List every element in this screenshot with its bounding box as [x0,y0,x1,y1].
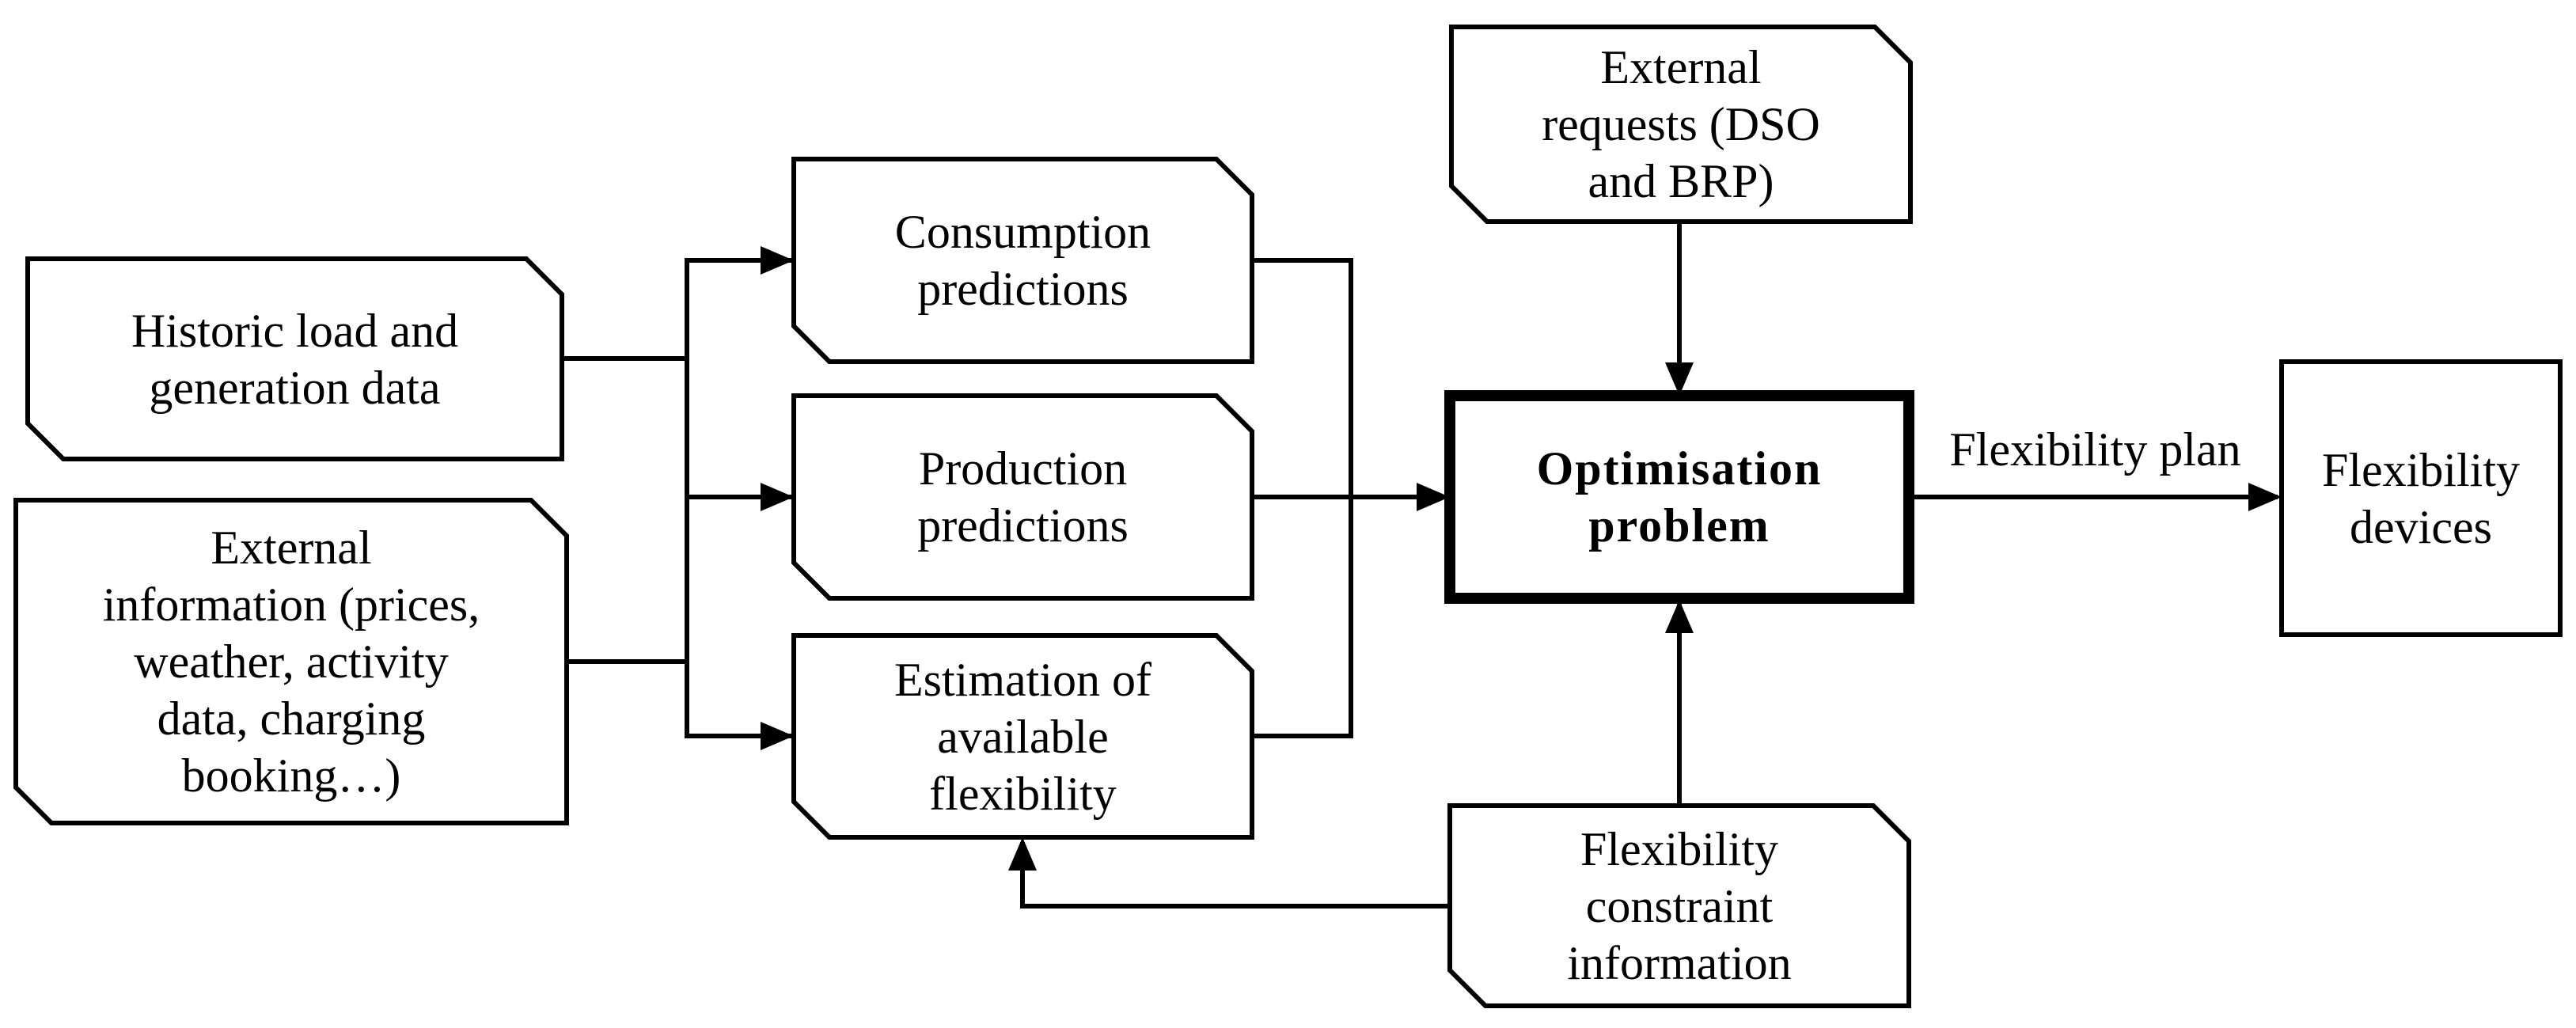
node-consumption-label: Consumption predictions [894,206,1151,315]
node-consumption-shape [791,157,1254,364]
node-estimation-label: Estimation of available flexibility [894,653,1151,820]
node-flex-constraint-label: Flexibility constraint information [1567,822,1792,989]
node-historic-shape [25,256,564,461]
edge-constraint-to-estimation [1020,842,1450,909]
node-flex-devices-shape [2279,359,2563,637]
node-production-shape [791,393,1254,601]
node-optimisation-shape [1444,390,1914,604]
arrowhead-into-optimisation-bottom [1665,600,1694,633]
arrowhead-into-optimisation-left [1417,483,1450,511]
arrowhead-into-flex-devices [2248,483,2282,511]
arrowhead-into-estimation-left [761,722,794,750]
arrowhead-into-estimation-bottom [1008,837,1037,871]
node-historic-label: Historic load and generation data [131,304,459,414]
node-estimation-shape [791,633,1254,840]
node-external-requests-shape [1449,25,1913,224]
arrowhead-into-optimisation-top [1665,362,1694,396]
node-external-info-label: External information (prices, weather, a… [102,522,480,802]
node-external-requests-label: External requests (DSO and BRP) [1542,41,1820,207]
arrowhead-into-production [761,483,794,511]
node-external-info-shape [13,498,569,825]
node-production-label: Production predictions [917,442,1129,552]
flexibility-plan-edge-label: Flexibility plan [1949,423,2241,476]
node-optimisation-label: Optimisation problem [1536,442,1823,552]
node-flex-devices-label: Flexibility devices [2321,443,2521,553]
arrowhead-into-consumption [761,246,794,275]
node-flex-constraint-shape [1447,803,1911,1008]
